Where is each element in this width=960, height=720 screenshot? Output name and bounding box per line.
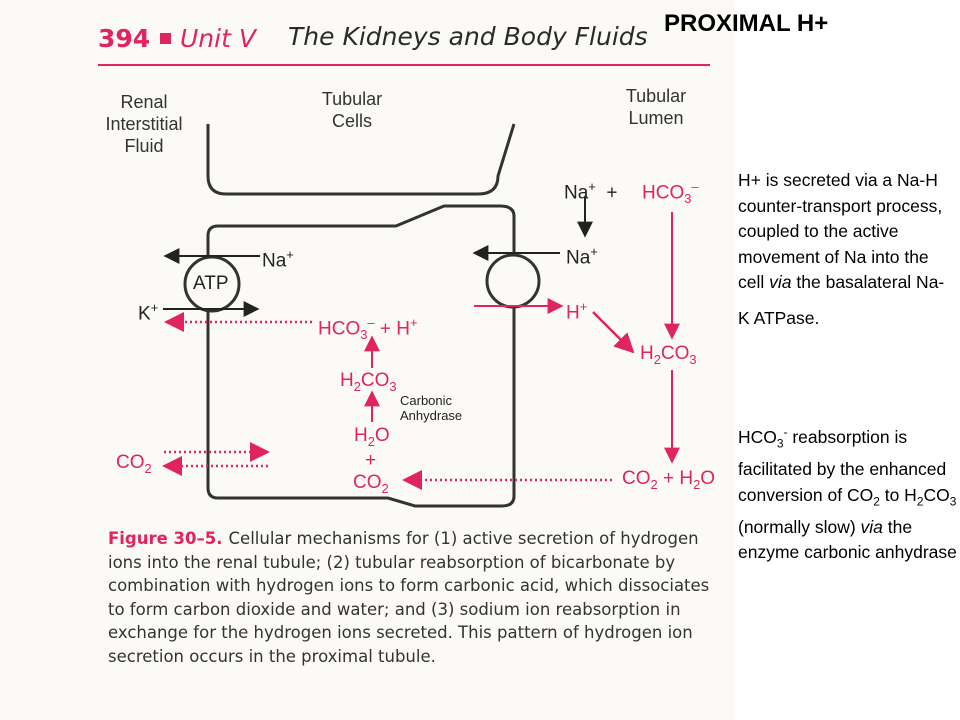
h2o-cell-label: H2O <box>354 425 390 449</box>
textbook-figure-scan <box>0 0 735 720</box>
co2-interstitial-label: CO2 <box>116 452 152 476</box>
atp-label: ATP <box>193 273 229 294</box>
page-number: 394 <box>98 24 151 53</box>
carbonic-anhydrase-label: Carbonic Anhydrase <box>400 393 463 423</box>
arrow-h-to-h2co3 <box>592 311 635 354</box>
note-h-secretion: H+ is secreted via a Na-H counter-transp… <box>738 170 945 328</box>
co2-cell-label: CO2 <box>353 472 389 496</box>
na-interstitial-label: Na+ <box>262 247 294 272</box>
heading-renal-interstitial-fluid: Renal Interstitial Fluid <box>105 92 183 156</box>
na-h-exchanger <box>485 253 541 309</box>
k-label: K+ <box>138 300 159 325</box>
heading-tubular-lumen: Tubular Lumen <box>625 86 687 128</box>
figure-label: Figure 30–5. <box>108 529 223 548</box>
na-lumen-label: Na+ <box>566 244 598 269</box>
caption-text: Cellular mechanisms for (1) active secre… <box>108 529 710 666</box>
heading-tubular-cells: Tubular Cells <box>321 89 383 131</box>
slide-title: PROXIMAL H+ <box>664 10 829 37</box>
tubular-cell-outline <box>206 204 516 508</box>
chapter-title: The Kidneys and Body Fluids <box>288 22 648 51</box>
unit-label: Unit V <box>180 24 256 53</box>
co2-h2o-lumen-label: CO2 + H2O <box>622 468 716 492</box>
note-hco3-reabsorption: HCO3- reabsorption is facilitated by the… <box>738 425 957 563</box>
na-lumen-top-label: Na+ + <box>564 179 618 204</box>
hco3-lumen-label: HCO3– <box>642 179 699 207</box>
plus-cell-label: + <box>365 450 377 471</box>
header-rule <box>98 64 710 66</box>
figure-caption: Figure 30–5.Cellular mechanisms for (1) … <box>108 527 722 668</box>
hco3-h-cell-label: HCO3– + H+ <box>318 315 418 343</box>
h-lumen-label: H+ <box>566 299 588 324</box>
header-square-bullet <box>160 33 171 44</box>
proximal-tubule-diagram <box>162 123 680 508</box>
h2co3-lumen-label: H2CO3 <box>640 343 697 367</box>
h2co3-cell-label: H2CO3 <box>340 370 397 394</box>
upper-cell-outline <box>206 123 516 196</box>
